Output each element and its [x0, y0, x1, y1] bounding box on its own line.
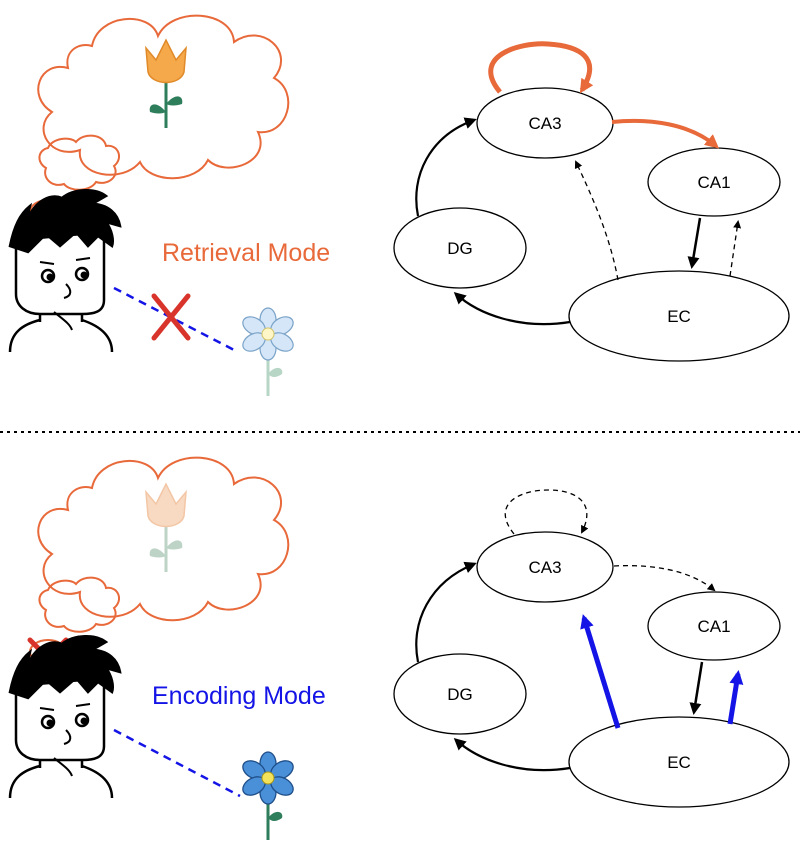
cross-icon: [151, 293, 191, 341]
ca3-recurrent-arrow: [488, 41, 594, 94]
flower-icon: [242, 307, 294, 396]
dg-to-ca3-arrow: [415, 117, 477, 217]
ec-label: EC: [667, 307, 691, 326]
ca3-to-ca1-dashed-arrow: [613, 565, 716, 592]
dg-node: [393, 653, 527, 735]
ca1-label: CA1: [697, 173, 730, 192]
retrieval-panel: Retrieval Mode CA3 CA1 DG EC: [8, 14, 790, 396]
ec-to-ca3-dashed-arrow: [574, 160, 619, 281]
gaze-line: [113, 728, 241, 798]
encoding-panel: Encoding Mode CA3 CA1 DG EC: [8, 456, 790, 840]
dg-to-ca3-arrow: [415, 561, 477, 663]
retrieval-edges: [415, 41, 742, 326]
ca3-label: CA3: [528, 558, 561, 577]
ca1-to-ec-arrow: [689, 661, 704, 715]
ec-node: [568, 270, 790, 362]
gaze-line: [113, 286, 239, 354]
ca1-label: CA1: [697, 617, 730, 636]
ec-to-dg-arrow: [453, 737, 571, 772]
flower-icon: [242, 751, 294, 840]
encoding-edges: [415, 489, 744, 772]
ca3-node: [476, 531, 614, 603]
retrieval-mode-label: Retrieval Mode: [162, 239, 330, 267]
dg-node: [393, 207, 527, 289]
tulip-icon: [145, 482, 187, 572]
encoding-network: CA3 CA1 DG EC: [393, 531, 790, 808]
person-icon: [8, 635, 122, 799]
ec-to-ca1-arrow: [727, 670, 744, 725]
encoding-mode-label: Encoding Mode: [152, 682, 326, 710]
ca3-recurrent-dashed-arrow: [504, 489, 589, 535]
ec-to-dg-arrow: [453, 291, 571, 326]
ca1-node: [647, 591, 781, 661]
ec-to-ca1-dashed-arrow: [729, 220, 742, 277]
ca3-to-ca1-arrow: [611, 118, 720, 149]
ca1-to-ec-arrow: [687, 217, 702, 269]
retrieval-network: CA3 CA1 DG EC: [393, 87, 790, 362]
person-icon: [8, 189, 122, 353]
dg-label: DG: [447, 239, 473, 258]
ca3-label: CA3: [528, 114, 561, 133]
dg-label: DG: [447, 685, 473, 704]
ec-to-ca3-arrow: [580, 614, 621, 729]
ec-node: [568, 716, 790, 808]
tulip-icon: [145, 38, 187, 128]
ec-label: EC: [667, 753, 691, 772]
thought-bubble-icon: [29, 456, 290, 665]
